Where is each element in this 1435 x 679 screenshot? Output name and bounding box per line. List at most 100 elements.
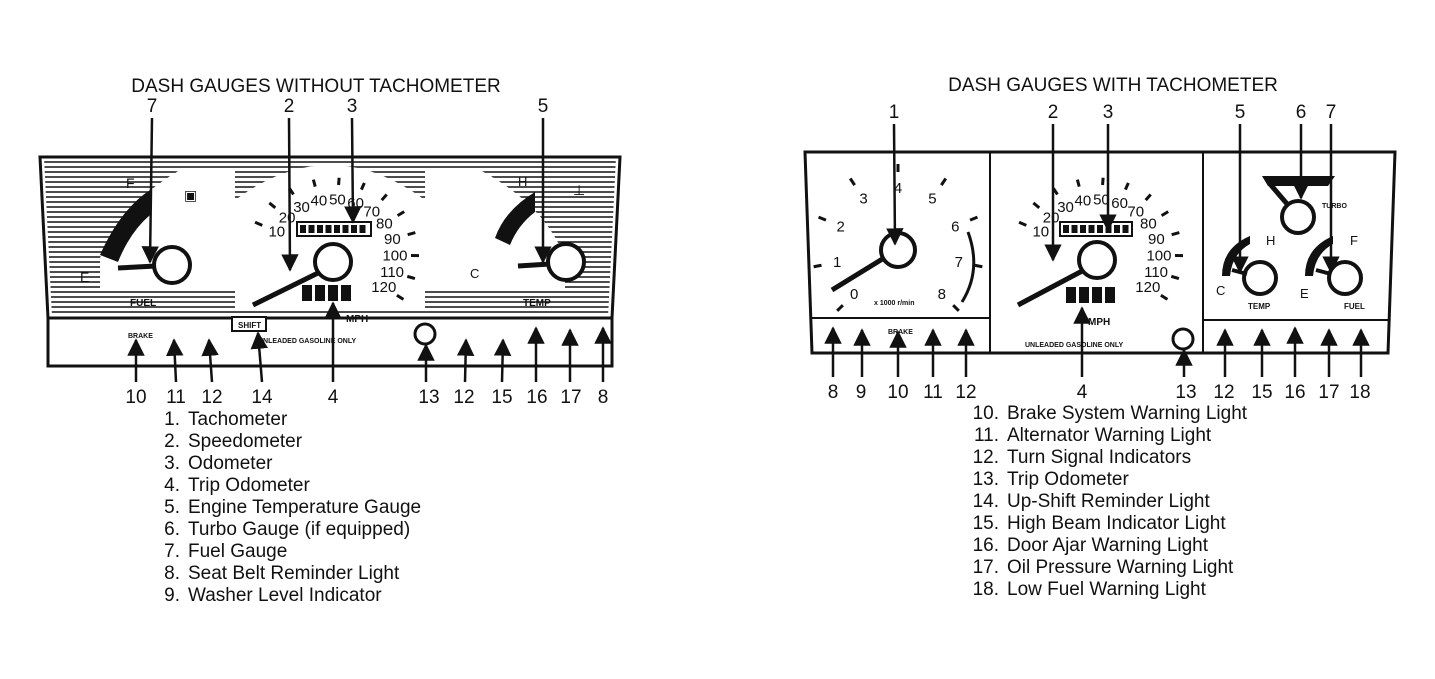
speedo-tick-mark <box>1032 201 1041 209</box>
callout-number: 15 <box>1251 382 1272 403</box>
callout-number: 1 <box>889 102 900 123</box>
right-fuel-scale <box>1305 236 1333 276</box>
odometer-digit <box>1097 225 1103 233</box>
right-trip-odometer-digits <box>1066 287 1115 303</box>
legend-item: 9.Washer Level Indicator <box>150 585 421 607</box>
right-speedometer-hub <box>1077 240 1117 280</box>
legend-number: 15. <box>972 513 999 534</box>
callout-number: 4 <box>1077 382 1088 403</box>
tach-tick-mark <box>952 304 960 312</box>
odometer-digit <box>1071 225 1078 233</box>
legend-number: 17. <box>972 557 999 578</box>
odometer-digit <box>1088 225 1095 233</box>
shift-light-box <box>231 316 267 332</box>
tach-tick-mark <box>813 263 822 269</box>
fuel-gauge-scale <box>100 190 150 262</box>
legend-number: 1. <box>164 409 180 430</box>
legend-number: 9. <box>164 585 180 606</box>
speedo-tick-mark <box>396 293 405 301</box>
odometer-digit <box>315 285 325 301</box>
speedo-tick-mark <box>268 201 277 209</box>
fuel-gauge-needle <box>117 263 157 271</box>
speedo-tick-label: 100 <box>1146 247 1171 264</box>
speedo-tick-mark <box>406 274 416 281</box>
callout-number: 11 <box>166 387 186 408</box>
callout-number: 7 <box>1326 102 1337 123</box>
right-temp-hub <box>1242 260 1278 296</box>
callout-number: 17 <box>560 387 581 408</box>
speedo-tick-mark <box>407 231 416 237</box>
callout-number: 2 <box>1048 102 1059 123</box>
turbo-label: TURBO <box>1322 203 1347 210</box>
tach-tick-mark <box>974 263 983 269</box>
right-unleaded-note: UNLEADED GASOLINE ONLY <box>1025 342 1123 349</box>
right-fuel-hub <box>1327 260 1363 296</box>
turbo-needle <box>1268 182 1290 207</box>
odometer-digit <box>325 225 332 233</box>
left-diagram-title: DASH GAUGES WITHOUT TACHOMETER <box>131 76 500 97</box>
fuel-pump-icon: ▣ <box>184 187 197 203</box>
coolant-icon: ⊥ <box>573 182 585 198</box>
callout-number: 5 <box>538 96 549 117</box>
callout-number: 4 <box>328 387 339 408</box>
speedo-tick-label: 70 <box>363 203 380 220</box>
right-fuel-empty: E <box>1300 286 1309 301</box>
legend-text: Trip Odometer <box>188 475 310 496</box>
tach-tick-label: 3 <box>859 190 867 207</box>
speedo-tick-label: 80 <box>376 216 393 233</box>
tach-tick-label: 1 <box>833 254 841 271</box>
legend-text: Seat Belt Reminder Light <box>188 563 400 584</box>
speedo-tick-mark <box>360 182 366 191</box>
right-temp-hot: H <box>1266 233 1275 248</box>
odometer-digit <box>1114 225 1120 233</box>
speedo-tick-label: 60 <box>1111 195 1128 212</box>
speedo-tick-label: 120 <box>1135 279 1160 296</box>
tachometer-hub <box>879 231 917 269</box>
legend-number: 7. <box>164 541 180 562</box>
speedo-tick-label: 20 <box>1043 209 1060 226</box>
legend-text: Odometer <box>188 453 273 474</box>
legend-item: 1. Tachometer <box>150 409 421 431</box>
right-fuel-full: F <box>1350 233 1358 248</box>
callout-number: 12 <box>453 387 474 408</box>
speedo-tick-mark <box>1124 182 1130 191</box>
legend-text: Turbo Gauge (if equipped) <box>188 519 411 540</box>
callout-arrow <box>281 117 299 272</box>
speedo-tick-label: 10 <box>268 223 285 240</box>
turbo-hub <box>1280 199 1316 235</box>
callout-arrow <box>456 338 475 383</box>
tach-tick-mark <box>848 177 856 186</box>
tach-tick-mark <box>969 215 979 222</box>
speedo-tick-mark <box>1075 179 1081 188</box>
speedo-tick-mark <box>396 210 406 217</box>
legend-number: 12. <box>972 447 999 468</box>
legend-number: 5. <box>164 497 180 518</box>
callout-number: 10 <box>887 382 908 403</box>
fuel-gauge-hub <box>152 245 192 285</box>
trip-reset-knob <box>413 322 437 346</box>
turbo-scale <box>1262 176 1335 186</box>
right-odometer-display <box>1059 221 1133 237</box>
legend-number: 13. <box>972 469 999 490</box>
left-fuel-gauge: F E FUEL ▣ <box>80 170 235 309</box>
temp-gauge-scale <box>495 192 535 245</box>
tach-tick-label: 5 <box>928 190 936 207</box>
temp-gauge-hub <box>546 242 586 282</box>
legend-item: 8.Seat Belt Reminder Light <box>150 563 421 585</box>
odometer-digit <box>1080 225 1086 233</box>
legend-text: Tachometer <box>188 409 288 430</box>
tachometer-needle <box>830 255 886 293</box>
legend-item: 13.Trip Odometer <box>963 469 1247 491</box>
legend-item: 6.Turbo Gauge (if equipped) <box>150 519 421 541</box>
odometer-digit <box>351 225 357 233</box>
odometer-digit <box>1066 287 1076 303</box>
callout-number: 11 <box>923 382 943 403</box>
legend-text: Fuel Gauge <box>188 541 288 562</box>
right-speedometer-needle <box>1016 267 1086 308</box>
speedo-tick-mark <box>1144 193 1152 202</box>
speedo-tick-label: 70 <box>1127 203 1144 220</box>
